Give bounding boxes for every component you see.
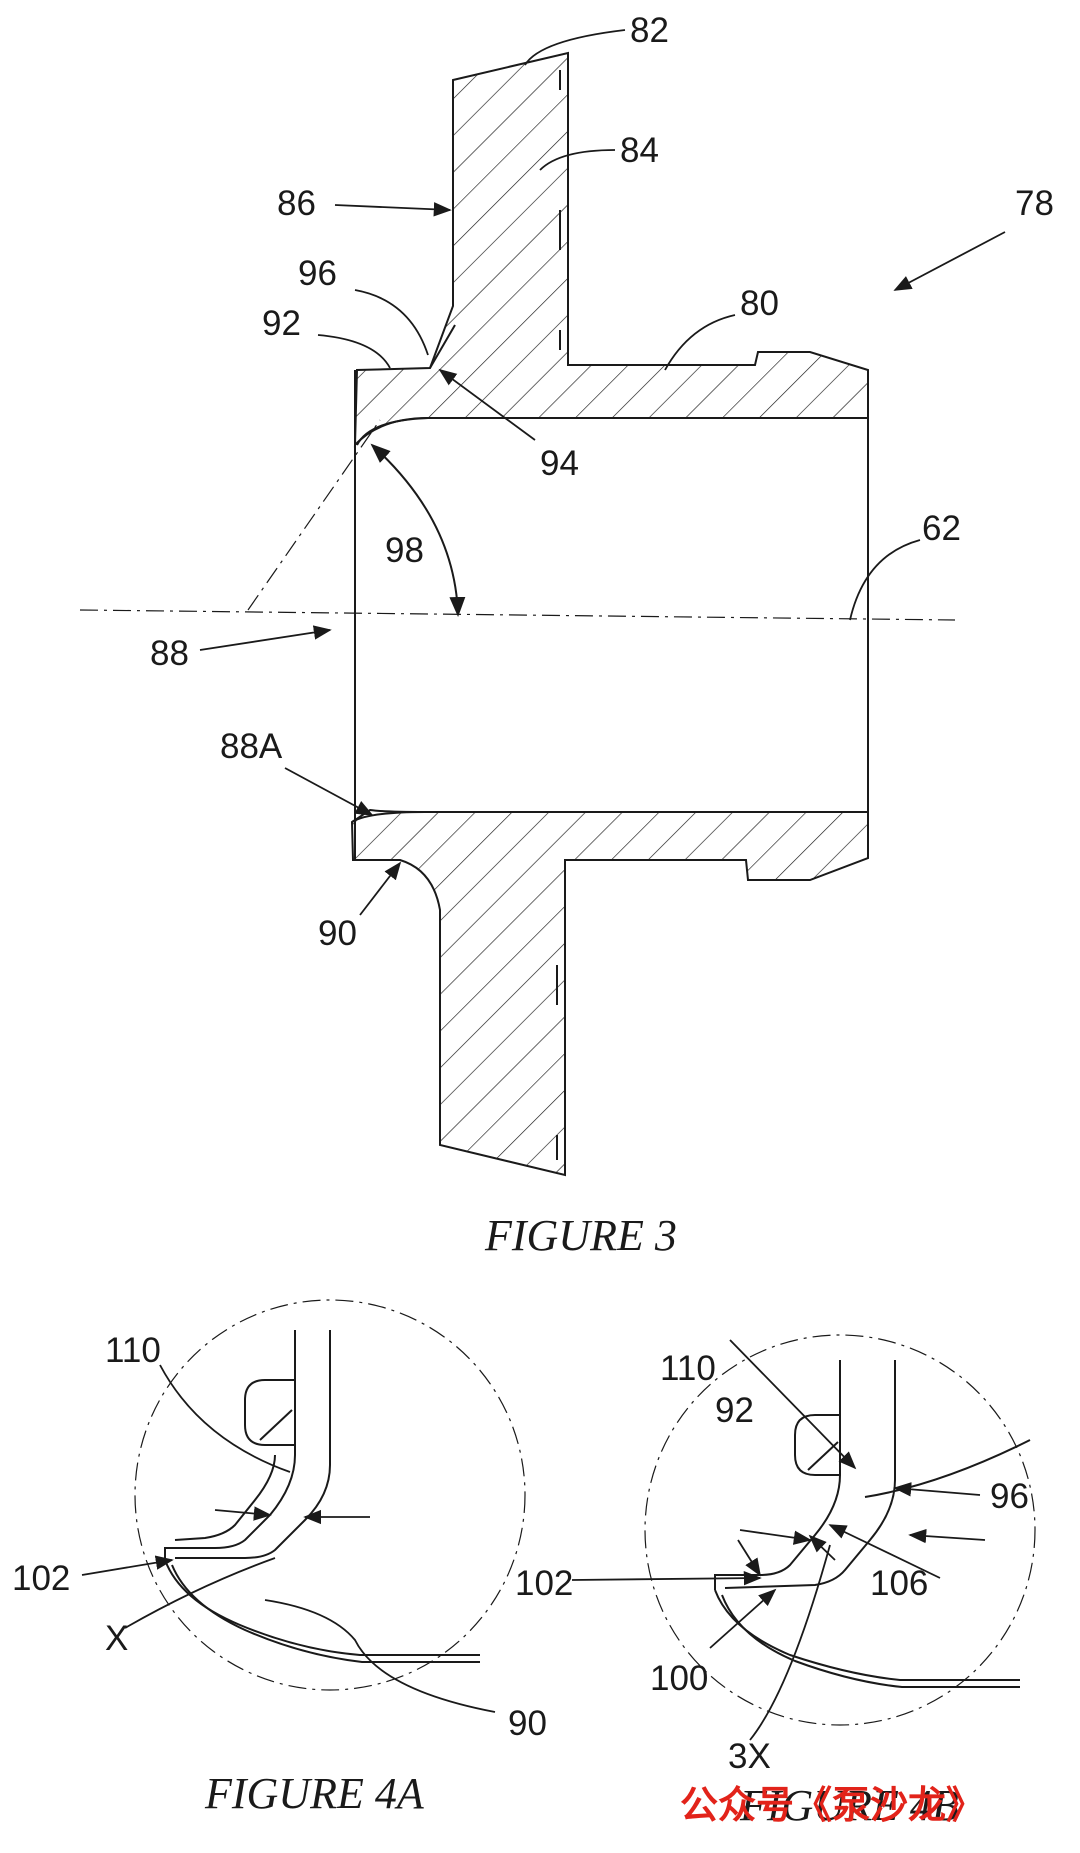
- upper-section: [353, 51, 869, 448]
- lower-section: [350, 808, 869, 1177]
- label-88: 88: [150, 634, 189, 673]
- figure-3: [350, 51, 869, 1177]
- label-4b-106: 106: [870, 1564, 928, 1603]
- figure-4a-caption: FIGURE 4A: [204, 1769, 425, 1818]
- figure-4a: 110 102 X 90: [12, 1299, 547, 1743]
- figure-4b-caption: FIGURE 4B: [739, 1781, 959, 1830]
- figure-3-labels: 82 84 86 78 96 92 80 94 98 62 88 88A 90: [150, 11, 1054, 953]
- label-4a-90: 90: [508, 1704, 547, 1743]
- label-4a-x: X: [105, 1619, 128, 1658]
- label-62: 62: [922, 509, 961, 548]
- label-92: 92: [262, 304, 301, 343]
- label-4b-100: 100: [650, 1659, 708, 1698]
- label-78: 78: [1015, 184, 1054, 223]
- label-4b-96: 96: [990, 1477, 1029, 1516]
- label-86: 86: [277, 184, 316, 223]
- label-4a-102: 102: [12, 1559, 70, 1598]
- label-4b-110: 110: [660, 1349, 716, 1388]
- label-4b-92: 92: [715, 1391, 754, 1430]
- label-82: 82: [630, 11, 669, 50]
- figure-3-centerlines: [79, 419, 956, 621]
- label-84: 84: [620, 131, 659, 170]
- figure-4b: 110 92 96 102 106 100 3X: [515, 1334, 1036, 1776]
- watermark-text: 公众号《泵沙龙》: [680, 1783, 984, 1827]
- label-90: 90: [318, 914, 357, 953]
- label-4a-110: 110: [105, 1331, 161, 1370]
- figure-3-caption: FIGURE 3: [484, 1211, 677, 1260]
- label-4b-102: 102: [515, 1564, 573, 1603]
- label-4b-3x: 3X: [728, 1737, 771, 1776]
- label-96: 96: [298, 254, 337, 293]
- angle-98-arc: [370, 443, 466, 617]
- label-88a: 88A: [220, 727, 283, 766]
- label-94: 94: [540, 444, 579, 483]
- figure-3-leaders: [199, 29, 1006, 916]
- label-80: 80: [740, 284, 779, 323]
- label-98: 98: [385, 531, 424, 570]
